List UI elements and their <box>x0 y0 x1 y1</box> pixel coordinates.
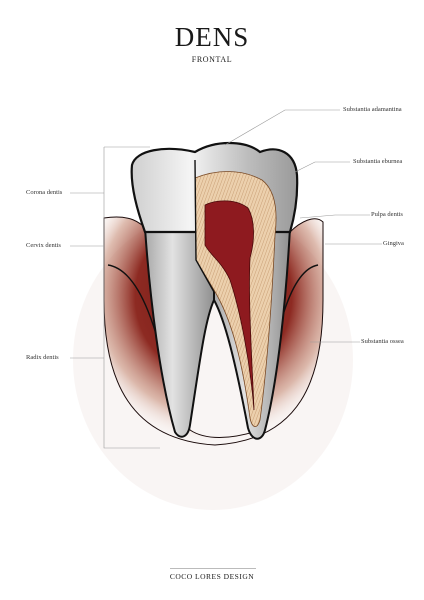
page-title: DENS <box>174 22 250 52</box>
leader-lines <box>70 109 382 449</box>
section-edge <box>194 159 215 293</box>
label-substantia-adamantina: Substantia adamantina <box>343 106 402 113</box>
label-pulpa-dentis: Pulpa dentis <box>371 211 403 218</box>
label-cervix-dentis: Cervix dentis <box>26 242 61 249</box>
page-subtitle: FRONTAL <box>191 55 233 64</box>
label-corona-dentis: Corona dentis <box>26 189 63 196</box>
pulp-section <box>204 200 255 411</box>
footer-divider <box>170 568 256 569</box>
footer-credit: COCO LORES DESIGN <box>169 572 255 581</box>
root-left <box>143 226 215 438</box>
label-radix-dentis: Radix dentis <box>26 354 59 361</box>
gingiva-shape <box>103 216 324 446</box>
label-substantia-ossea: Substantia ossea <box>361 338 404 345</box>
label-substantia-eburnea: Substantia eburnea <box>353 158 403 165</box>
label-gingiva: Gingiva <box>383 240 404 247</box>
